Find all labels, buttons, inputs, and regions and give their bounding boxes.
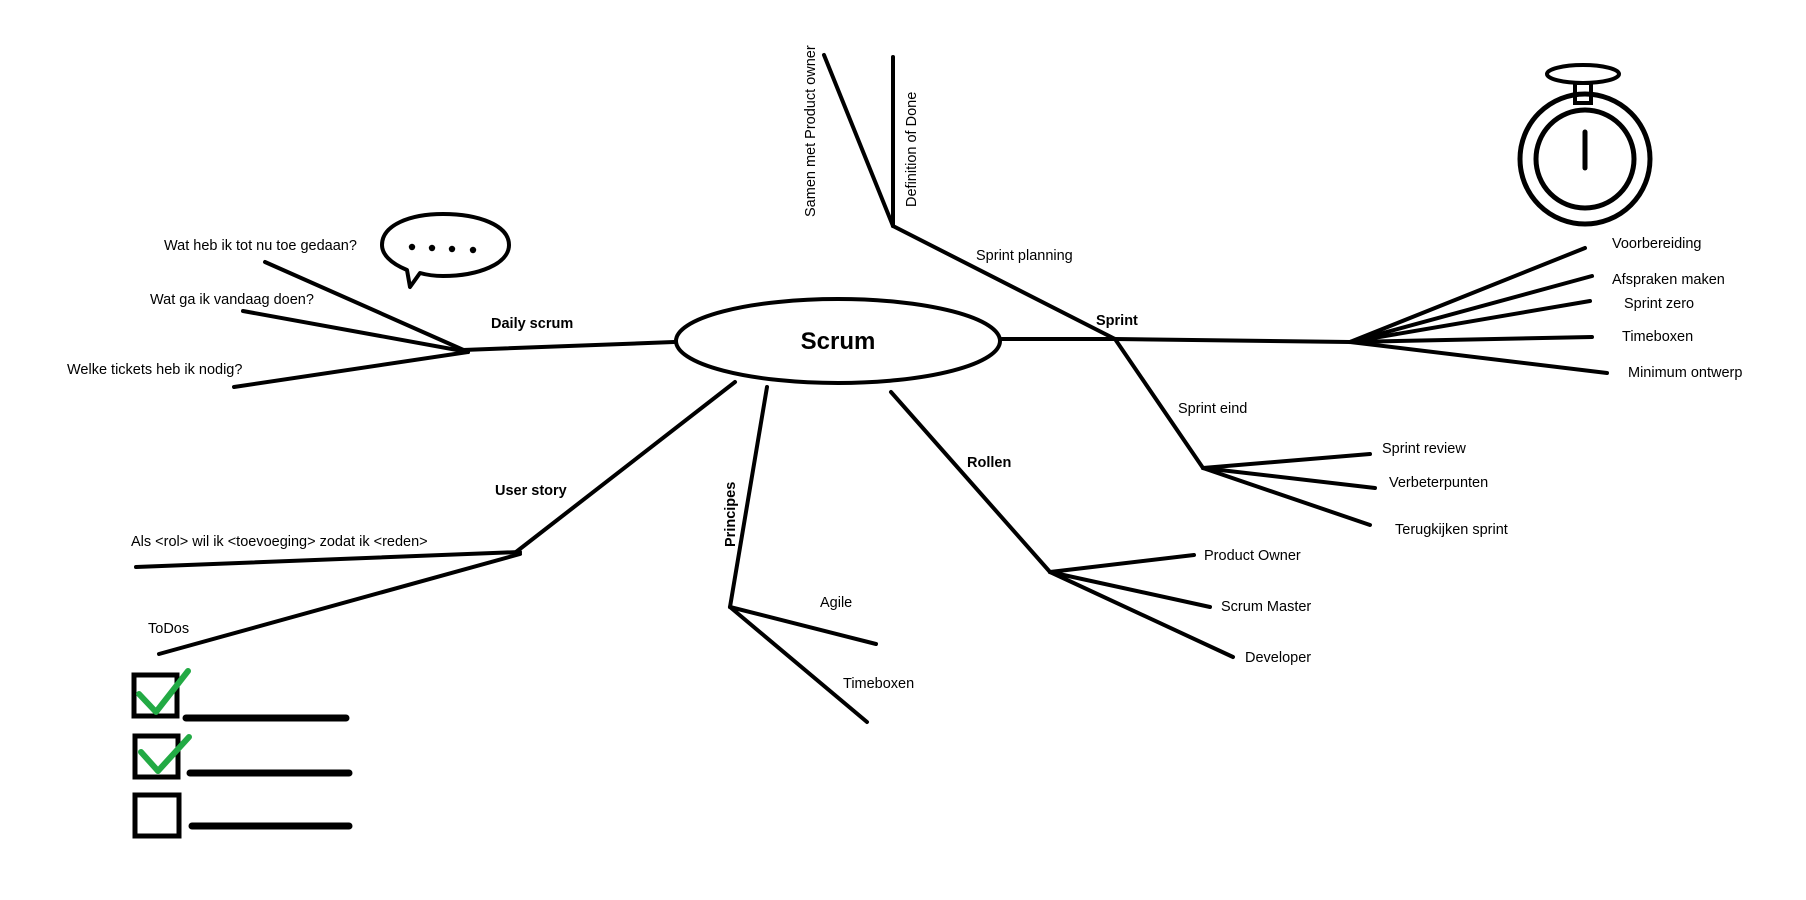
principes-label: Principes <box>723 482 739 547</box>
verbeterpunten-line <box>1201 466 1377 490</box>
daily-q2-label: Wat ga ik vandaag doen? <box>150 292 314 308</box>
daily-q3-line <box>232 350 470 389</box>
timeboxen-sprint-label: Timeboxen <box>1622 329 1693 345</box>
scrum-master-line <box>1048 570 1212 609</box>
product-owner-role-line <box>1048 553 1196 574</box>
sprint-zero-line <box>1348 299 1592 344</box>
daily-q3-label: Welke tickets heb ik nodig? <box>67 362 242 378</box>
daily-q1-line <box>263 260 470 354</box>
agile-line <box>728 605 878 646</box>
central-node-label: Scrum <box>801 328 876 355</box>
agile-label: Agile <box>820 595 852 611</box>
product-owner-planning-line <box>822 53 895 228</box>
timeboxen-principes-line <box>728 605 869 724</box>
verbeterpunten-label: Verbeterpunten <box>1389 475 1488 491</box>
user-story-template-line <box>134 550 522 569</box>
daily-q1-label: Wat heb ik tot nu toe gedaan? <box>164 238 357 254</box>
sprint-main-line <box>1113 337 1352 344</box>
product-owner-role-label: Product Owner <box>1204 548 1301 564</box>
voorbereiding-label: Voorbereiding <box>1612 236 1702 252</box>
user-story-label: User story <box>495 483 567 499</box>
todos-label: ToDos <box>148 621 189 637</box>
sprint-eind-line <box>1113 337 1205 470</box>
user-story-template-label: Als <rol> wil ik <toevoeging> zodat ik <… <box>131 534 428 550</box>
check-mark-1-icon <box>136 668 191 715</box>
sprint-planning-label: Sprint planning <box>976 248 1073 264</box>
sprint-planning-line <box>891 224 1117 341</box>
rollen-label: Rollen <box>967 455 1011 471</box>
rollen-line <box>889 390 1052 574</box>
todo-checkbox-3[interactable] <box>132 792 182 839</box>
voorbereiding-line <box>1348 246 1587 344</box>
central-node[interactable] <box>674 297 1002 385</box>
terugkijken-sprint-label: Terugkijken sprint <box>1395 522 1508 538</box>
afspraken-maken-line <box>1348 274 1594 344</box>
sprint-eind-label: Sprint eind <box>1178 401 1247 417</box>
check-mark-2-icon <box>138 734 192 774</box>
scrum-master-label: Scrum Master <box>1221 599 1311 615</box>
minimum-ontwerp-label: Minimum ontwerp <box>1628 365 1742 381</box>
todo-checkbox-2[interactable] <box>132 733 181 780</box>
checklist-icon <box>131 668 353 839</box>
sprint-review-line <box>1201 452 1372 470</box>
definition-of-done-label: Definition of Done <box>904 92 920 207</box>
todo-checkbox-1[interactable] <box>131 672 180 719</box>
daily-scrum-line <box>461 340 676 352</box>
sprint-zero-label: Sprint zero <box>1624 296 1694 312</box>
product-owner-planning-label: Samen met Product owner <box>803 45 819 217</box>
developer-line <box>1048 570 1235 659</box>
speech-bubble-icon <box>380 212 511 289</box>
stopwatch-icon <box>1517 63 1653 227</box>
user-story-line <box>514 380 737 554</box>
daily-q2-line <box>241 309 470 354</box>
sprint-review-label: Sprint review <box>1382 441 1466 457</box>
terugkijken-sprint-line <box>1201 466 1372 527</box>
afspraken-maken-label: Afspraken maken <box>1612 272 1725 288</box>
principes-line <box>728 385 769 609</box>
minimum-ontwerp-line <box>1348 340 1609 375</box>
timeboxen-sprint-line <box>1348 335 1594 344</box>
todos-line <box>157 552 522 656</box>
sprint-label: Sprint <box>1096 313 1138 329</box>
timeboxen-principes-label: Timeboxen <box>843 676 914 692</box>
developer-label: Developer <box>1245 650 1311 666</box>
daily-scrum-label: Daily scrum <box>491 316 573 332</box>
